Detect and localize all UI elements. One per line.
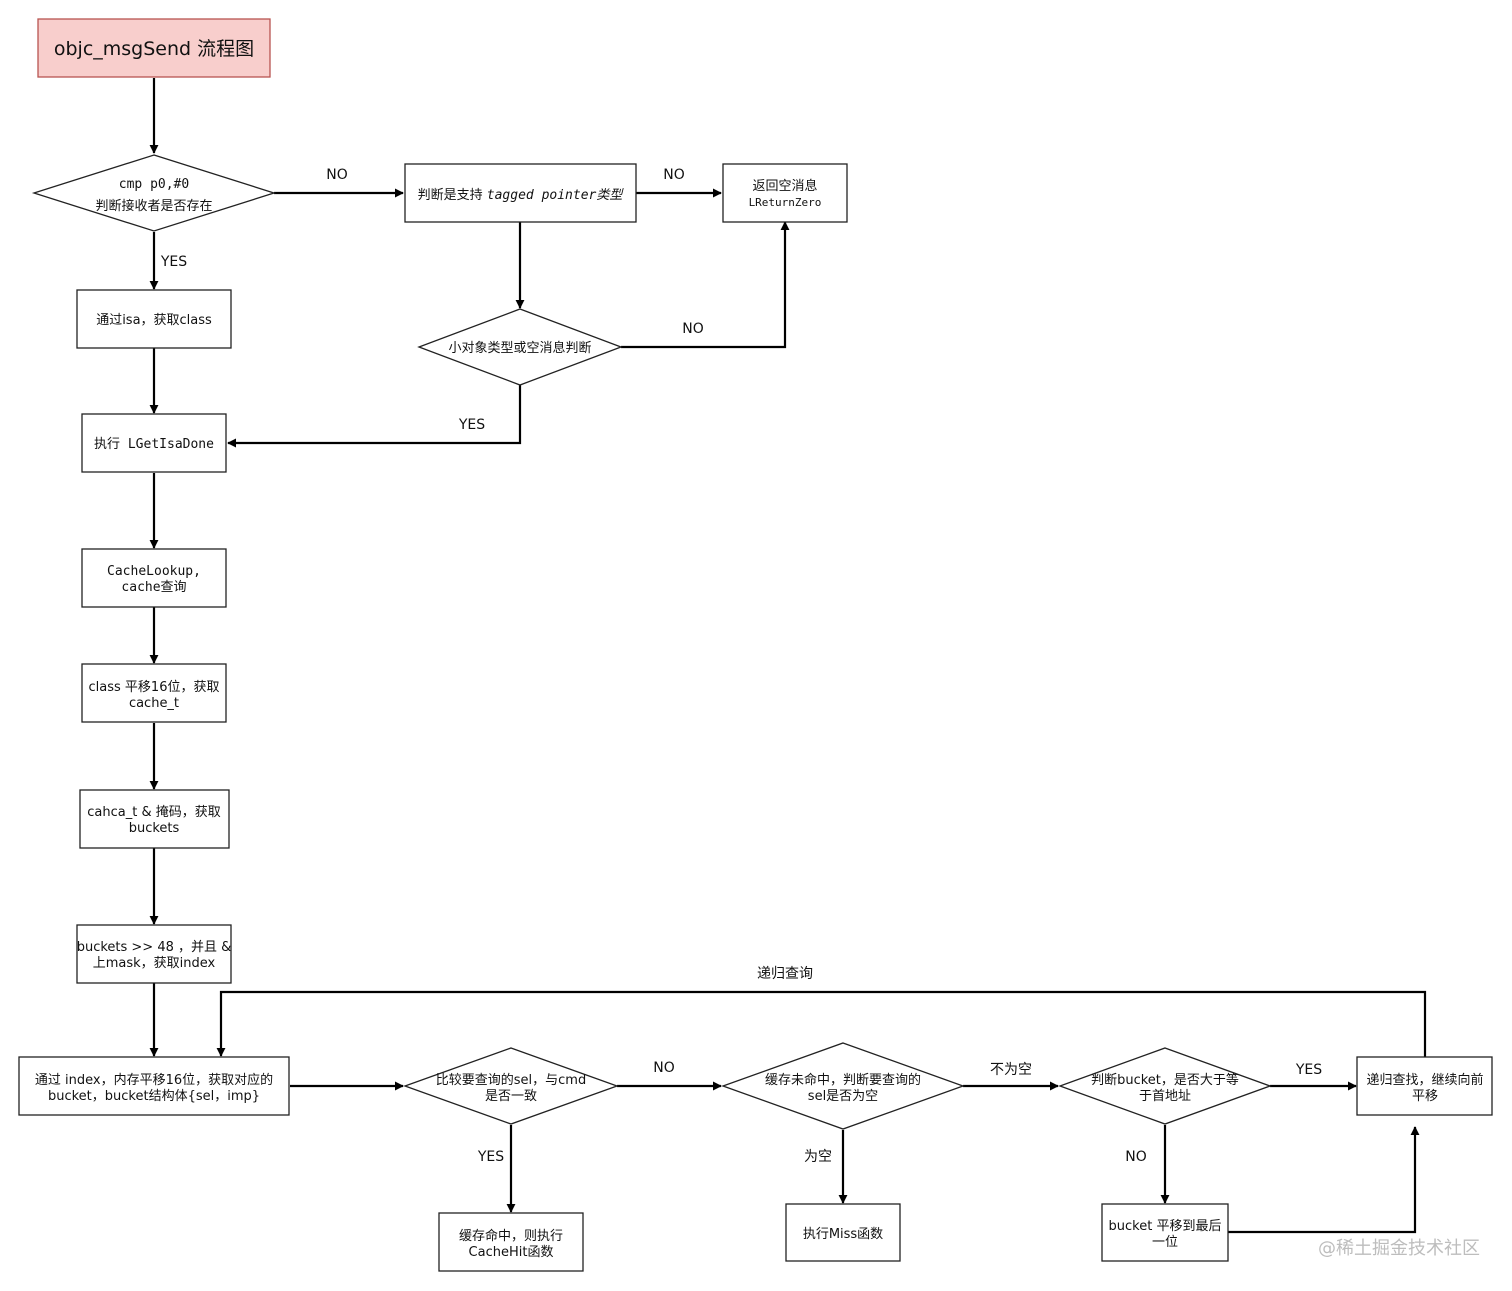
cache-miss-check-line1: 缓存未命中，判断要查询的 (765, 1072, 921, 1088)
node-bucket-last: bucket 平移到最后 一位 (1101, 1203, 1229, 1262)
edge-small-to-isadone (227, 385, 522, 448)
edges (149, 78, 1427, 1234)
compare-sel-line1: 比较要查询的sel，与cmd (436, 1072, 586, 1088)
label-first-no: NO (1125, 1149, 1147, 1165)
buckets-shift-line1: buckets >> 48 ，并且 & (77, 940, 232, 955)
node-miss: 执行Miss函数 (785, 1203, 901, 1262)
bucket-last-line1: bucket 平移到最后 (1109, 1219, 1222, 1234)
recursive-search-line2: 平移 (1412, 1089, 1438, 1104)
label-receiver-no: NO (326, 167, 348, 183)
bucket-last-line2: 一位 (1152, 1235, 1178, 1250)
label-small-yes: YES (458, 417, 485, 433)
cache-lookup-line2: cache查询 (121, 580, 186, 595)
node-cache-mask: cahca_t & 掩码，获取 buckets (79, 789, 230, 849)
check-receiver-line1: cmp p0,#0 (119, 177, 189, 192)
label-recursion: 递归查询 (757, 965, 813, 982)
class-shift-line2: cache_t (129, 696, 179, 711)
cache-mask-line2: buckets (129, 821, 180, 836)
node-bucket-index: 通过 index，内存平移16位，获取对应的 bucket，bucket结构体{… (18, 1056, 290, 1116)
miss-text: 执行Miss函数 (803, 1227, 883, 1242)
diagram-title: objc_msgSend 流程图 (54, 38, 254, 60)
compare-sel-line2: 是否一致 (485, 1089, 537, 1104)
node-tagged-pointer-check: 判断是支持 tagged pointer类型 (404, 163, 637, 223)
node-class-shift: class 平移16位，获取 cache_t (81, 663, 227, 723)
node-title: objc_msgSend 流程图 (37, 18, 271, 78)
bucket-first-check-line1: 判断bucket，是否大于等 (1091, 1072, 1239, 1088)
node-cache-hit: 缓存命中，则执行 CacheHit函数 (438, 1212, 584, 1272)
edge-small-to-return (621, 221, 790, 349)
label-receiver-yes: YES (160, 254, 187, 270)
label-compare-yes: YES (477, 1149, 504, 1165)
edge-recursive-loop (216, 990, 1427, 1057)
tagged-pointer-plain: 判断是支持 (418, 188, 487, 203)
cache-hit-line1: 缓存命中，则执行 (459, 1228, 563, 1244)
bucket-index-line2: bucket，bucket结构体{sel，imp} (48, 1089, 260, 1104)
label-compare-no: NO (653, 1060, 675, 1076)
edge-labels: NO NO YES NO YES 递归查询 NO 不为空 YES YES 为空 … (160, 167, 1322, 1165)
class-shift-line1: class 平移16位，获取 (89, 680, 220, 695)
cache-hit-line2: CacheHit函数 (469, 1245, 554, 1260)
watermark: @稀土掘金技术社区 (1318, 1238, 1480, 1259)
label-small-no: NO (682, 321, 704, 337)
node-get-isa-done: 执行 LGetIsaDone (81, 413, 227, 473)
node-compare-sel: 比较要查询的sel，与cmd 是否一致 (403, 1047, 619, 1125)
recursive-search-line1: 递归查找，继续向前 (1366, 1072, 1483, 1088)
node-recursive-search: 递归查找，继续向前 平移 (1356, 1056, 1493, 1116)
tagged-pointer-italic: tagged pointer类型 (487, 188, 625, 203)
label-empty: 为空 (804, 1149, 832, 1165)
buckets-shift-line2: 上mask，获取index (93, 956, 216, 971)
node-check-receiver: cmp p0,#0 判断接收者是否存在 (31, 154, 277, 232)
edge-last-to-recursive (1228, 1126, 1420, 1234)
cache-lookup-line1: CacheLookup, (107, 564, 201, 579)
bucket-index-line1: 通过 index，内存平移16位，获取对应的 (35, 1072, 273, 1088)
cache-miss-check-line2: sel是否为空 (808, 1089, 878, 1104)
get-isa-done-text: 执行 LGetIsaDone (94, 437, 214, 452)
label-tagged-no: NO (663, 167, 685, 183)
node-buckets-shift: buckets >> 48 ，并且 & 上mask，获取index (76, 924, 232, 984)
node-cache-lookup: CacheLookup, cache查询 (81, 548, 227, 608)
tagged-pointer-text: 判断是支持 tagged pointer类型 (418, 188, 625, 203)
label-first-yes: YES (1295, 1062, 1322, 1078)
check-receiver-line2: 判断接收者是否存在 (95, 198, 212, 214)
node-cache-miss-check: 缓存未命中，判断要查询的 sel是否为空 (721, 1042, 965, 1130)
return-zero-line2: LReturnZero (749, 196, 822, 209)
cache-mask-line1: cahca_t & 掩码，获取 (87, 805, 220, 820)
small-object-text: 小对象类型或空消息判断 (448, 340, 591, 356)
node-small-object-check: 小对象类型或空消息判断 (417, 308, 623, 386)
label-not-empty: 不为空 (990, 1062, 1032, 1078)
node-get-class: 通过isa，获取class (76, 289, 232, 349)
bucket-first-check-line2: 于首地址 (1139, 1089, 1191, 1104)
get-class-text: 通过isa，获取class (96, 313, 212, 328)
node-return-zero: 返回空消息 LReturnZero (722, 163, 848, 223)
return-zero-line1: 返回空消息 (752, 178, 817, 194)
node-bucket-first-check: 判断bucket，是否大于等 于首地址 (1058, 1047, 1272, 1125)
